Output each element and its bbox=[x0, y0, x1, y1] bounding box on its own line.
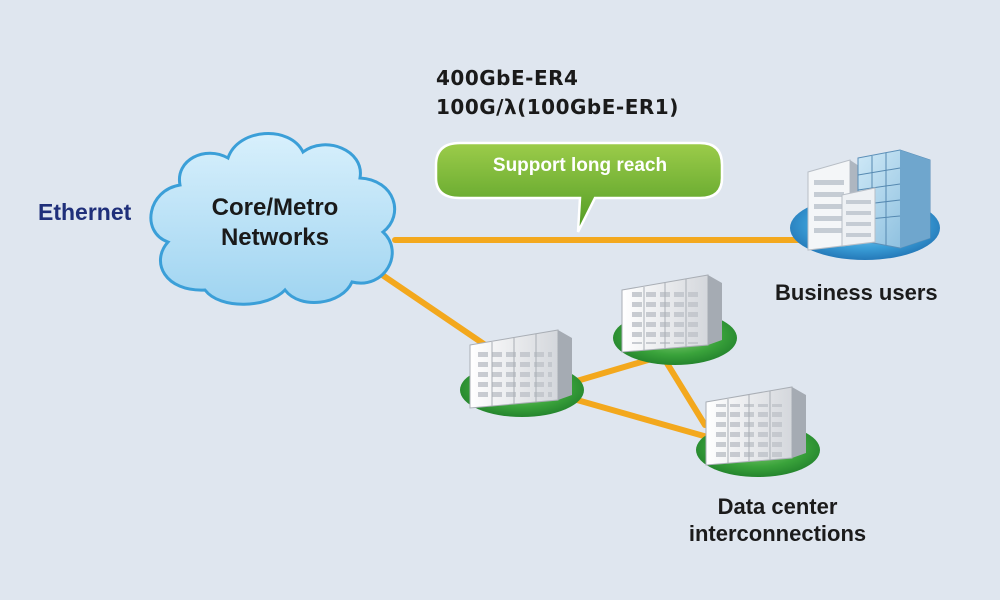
callout-label: Support long reach bbox=[492, 155, 668, 176]
link-dc2-dc3 bbox=[662, 357, 708, 428]
link-core-dc1 bbox=[369, 265, 503, 358]
callout-bubble bbox=[434, 141, 724, 233]
spec-line1: 400GbE-ER4 bbox=[436, 66, 579, 90]
cloud-label-line1: Core/Metro bbox=[211, 194, 339, 221]
server-rack-icon-dc3 bbox=[696, 386, 820, 477]
spec-line2: 100G/λ(100GbE-ER1) bbox=[436, 95, 679, 119]
dc-label-line1: Data center bbox=[717, 494, 838, 519]
dc-label-line2: interconnections bbox=[688, 521, 867, 546]
core-metro-networks-label: Core/Metro Networks bbox=[175, 193, 375, 253]
cloud-label-line2: Networks bbox=[220, 224, 330, 251]
link-dc1-dc3 bbox=[567, 395, 721, 443]
business-users-label: Business users bbox=[775, 280, 938, 305]
data-center-label: Data center interconnections bbox=[660, 493, 895, 547]
ethernet-label: Ethernet bbox=[38, 199, 132, 225]
network-links bbox=[369, 237, 803, 443]
office-buildings-icon bbox=[790, 149, 940, 260]
server-rack-icon-dc2 bbox=[613, 274, 737, 365]
spec-label: 400GbE-ER4 100G/λ(100GbE-ER1) bbox=[436, 64, 679, 122]
server-rack-icon-dc1 bbox=[460, 329, 584, 417]
cloud-icon bbox=[149, 131, 396, 306]
